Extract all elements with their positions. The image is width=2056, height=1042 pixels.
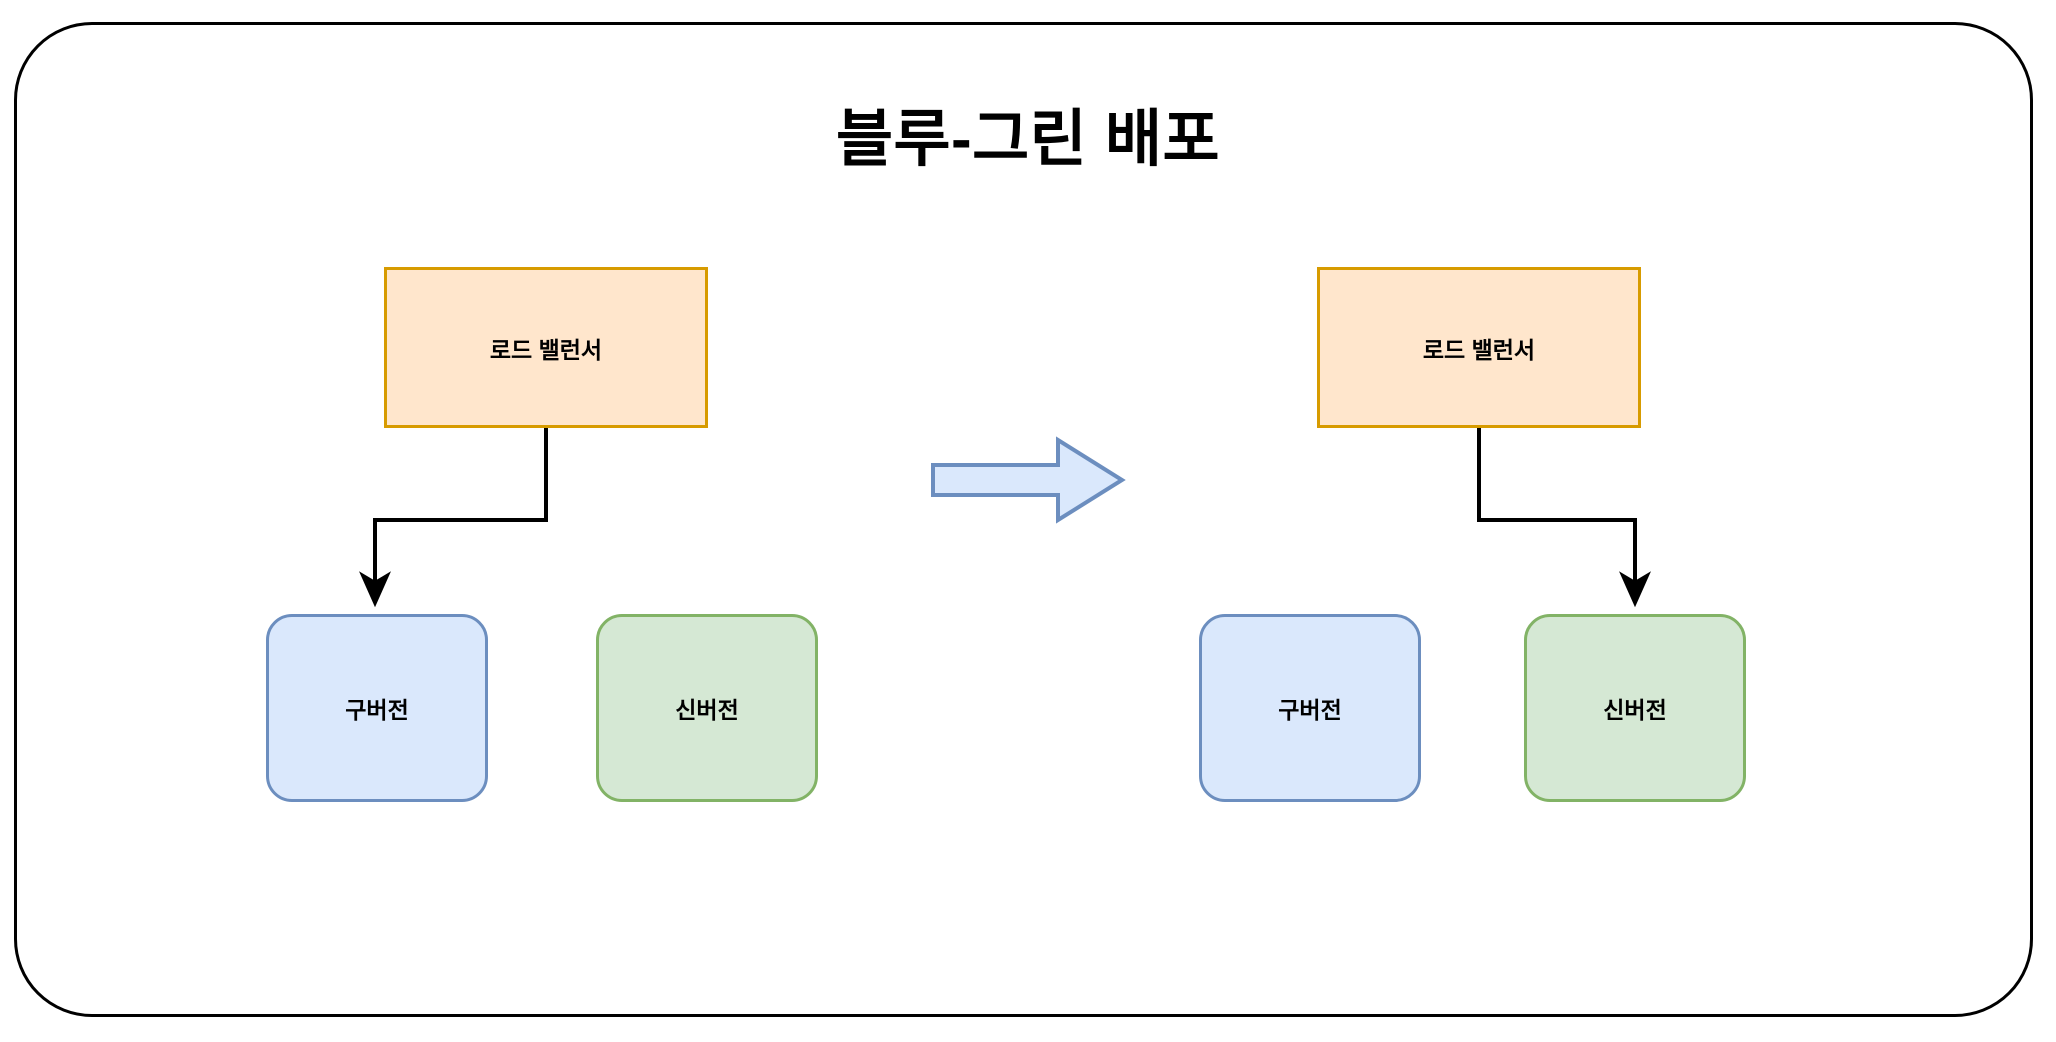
before-load-balancer-label: 로드 밸런서 bbox=[489, 336, 603, 363]
after-old-version-node[interactable]: 구버전 bbox=[1199, 614, 1421, 802]
diagram-title: 블루-그린 배포 bbox=[835, 105, 1221, 174]
after-new-version-label: 신버전 bbox=[1603, 697, 1667, 723]
after-load-balancer-node[interactable]: 로드 밸런서 bbox=[1317, 267, 1641, 428]
after-old-version-label: 구버전 bbox=[1278, 697, 1342, 723]
after-new-version-node[interactable]: 신버전 bbox=[1524, 614, 1746, 802]
before-new-version-label: 신버전 bbox=[675, 697, 739, 723]
before-new-version-node[interactable]: 신버전 bbox=[596, 614, 818, 802]
before-load-balancer-node[interactable]: 로드 밸런서 bbox=[384, 267, 708, 428]
before-old-version-label: 구버전 bbox=[345, 697, 409, 723]
after-load-balancer-label: 로드 밸런서 bbox=[1422, 336, 1536, 363]
before-old-version-node[interactable]: 구버전 bbox=[266, 614, 488, 802]
